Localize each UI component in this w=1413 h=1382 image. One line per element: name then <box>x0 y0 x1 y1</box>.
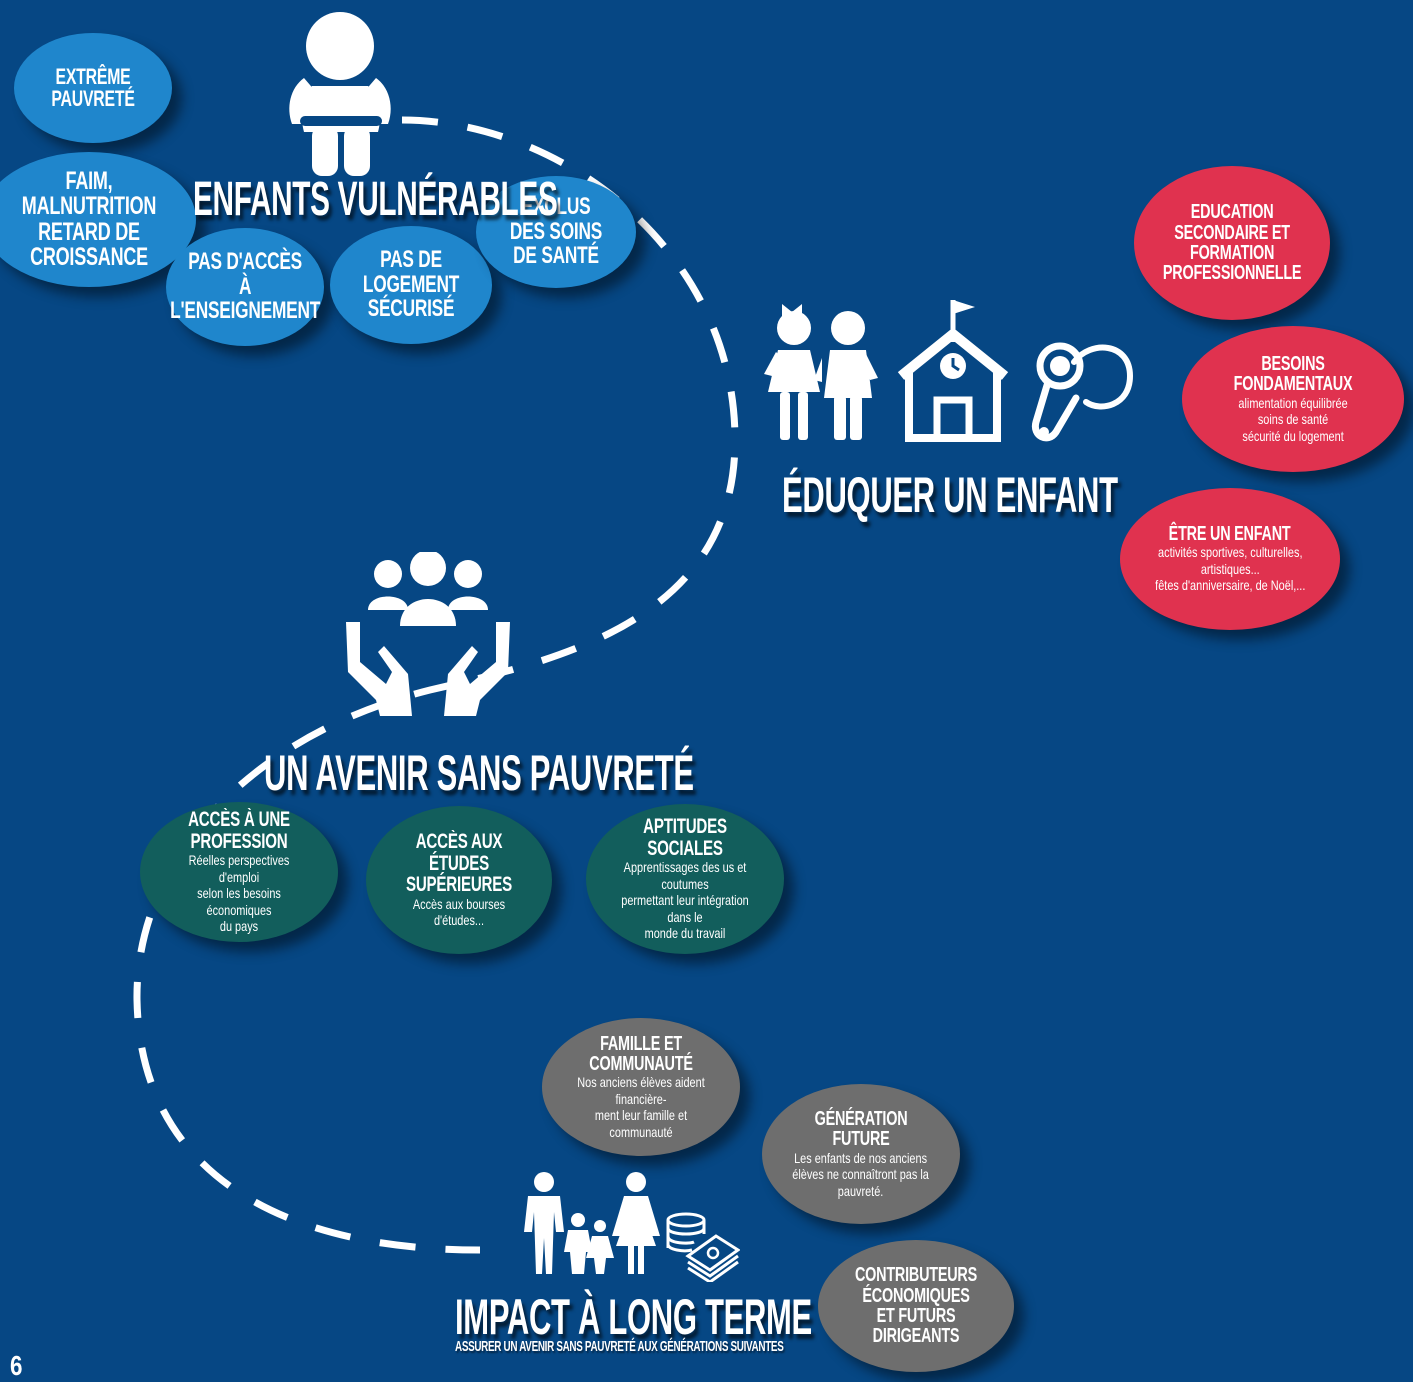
school-icon <box>897 300 1009 442</box>
bubble-text: Apprentissages des us et coutumes permet… <box>621 859 749 942</box>
family-icon <box>524 1172 660 1274</box>
children-icon <box>764 304 878 440</box>
bubble-famille-communaute: FAMILLE ET COMMUNAUTÉ Nos anciens élèves… <box>542 1018 740 1156</box>
bubble-logement: PAS DE LOGEMENT SÉCURISÉ <box>330 226 492 344</box>
bubble-label: FAIM, MALNUTRITION RETARD DE CROISSANCE <box>21 166 157 271</box>
bubble-contributeurs: CONTRIBUTEURS ÉCONOMIQUES ET FUTURS DIRI… <box>818 1240 1014 1372</box>
bubble-extreme-pauvrete: EXTRÊME PAUVRETÉ <box>14 33 172 143</box>
hands-community-icon <box>346 552 510 716</box>
sad-child-icon <box>289 12 391 176</box>
bubble-education-secondaire: EDUCATION SECONDAIRE ET FORMATION PROFES… <box>1134 166 1330 320</box>
bubble-soins: EXCLUS DES SOINS DE SANTÉ <box>476 176 636 288</box>
bubble-acces-etudes: ACCÈS AUX ÉTUDES SUPÉRIEURES Accès aux b… <box>366 806 552 954</box>
bubble-etre-un-enfant: ÊTRE UN ENFANT activités sportives, cult… <box>1120 488 1340 630</box>
bubble-label: EXTRÊME PAUVRETÉ <box>51 63 135 111</box>
bubble-title: ACCÈS À UNE PROFESSION <box>188 808 290 853</box>
coins-icon <box>666 1212 740 1282</box>
bubble-text: Nos anciens élèves aident financière- me… <box>577 1074 705 1140</box>
bubble-text: Accès aux bourses d'études... <box>412 895 506 929</box>
bubble-text: Les enfants de nos anciens élèves ne con… <box>792 1149 930 1199</box>
bubble-aptitudes-sociales: APTITUDES SOCIALES Apprentissages des us… <box>586 804 784 954</box>
bubble-title: FAMILLE ET COMMUNAUTÉ <box>589 1032 693 1075</box>
bubble-besoins-fondamentaux: BESOINS FONDAMENTAUX alimentation équili… <box>1182 326 1404 472</box>
bubble-title: APTITUDES SOCIALES <box>643 815 727 860</box>
section-title-educate: ÉDUQUER UN ENFANT <box>782 467 1118 523</box>
bubble-title: ÊTRE UN ENFANT <box>1169 523 1291 546</box>
bubble-text: alimentation équilibrée soins de santé s… <box>1238 394 1348 444</box>
section-subtitle-impact: ASSURER UN AVENIR SANS PAUVRETÉ AUX GÉNÉ… <box>455 1338 784 1355</box>
stethoscope-icon <box>1031 342 1134 442</box>
bubble-label: EXCLUS DES SOINS DE SANTÉ <box>509 193 603 270</box>
bubble-acces-profession: ACCÈS À UNE PROFESSION Réelles perspecti… <box>140 802 338 942</box>
section-title-impact: IMPACT À LONG TERME <box>455 1289 812 1345</box>
bubble-enseignement: PAS D'ACCÈS À L'ENSEIGNEMENT <box>166 228 324 346</box>
bubble-title: BESOINS FONDAMENTAUX <box>1233 352 1353 396</box>
bubble-text: Réelles perspectives d'emploi selon les … <box>188 852 290 935</box>
bubble-title: GÉNÉRATION FUTURE <box>814 1107 908 1151</box>
bubble-faim: FAIM, MALNUTRITION RETARD DE CROISSANCE <box>0 152 196 287</box>
bubble-title: ACCÈS AUX ÉTUDES SUPÉRIEURES <box>405 830 513 897</box>
bubble-title: CONTRIBUTEURS ÉCONOMIQUES ET FUTURS DIRI… <box>855 1264 977 1348</box>
page-number: 6 <box>10 1350 23 1381</box>
bubble-generation-future: GÉNÉRATION FUTURE Les enfants de nos anc… <box>762 1084 960 1224</box>
section-title-vulnerable: ENFANTS VULNÉRABLES <box>193 173 558 226</box>
section-title-future: UN AVENIR SANS PAUVRETÉ <box>264 745 694 801</box>
bubble-label: PAS DE LOGEMENT SÉCURISÉ <box>362 246 460 323</box>
bubble-title: EDUCATION SECONDAIRE ET FORMATION PROFES… <box>1162 201 1302 285</box>
bubble-label: PAS D'ACCÈS À L'ENSEIGNEMENT <box>170 248 320 325</box>
bubble-text: activités sportives, culturelles, artist… <box>1154 544 1306 594</box>
